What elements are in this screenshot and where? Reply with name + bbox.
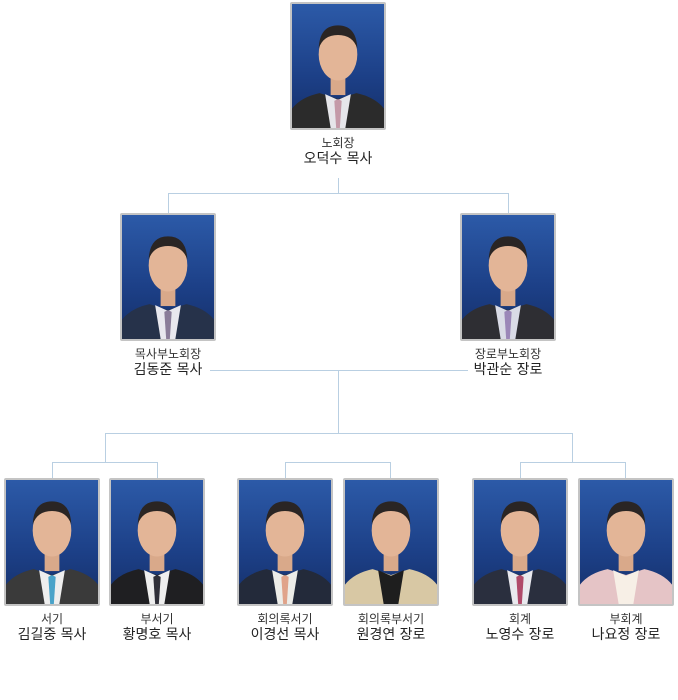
member-card-president: 노회장 오덕수 목사 [283, 2, 393, 168]
connector-line [157, 462, 158, 478]
connector-line [520, 462, 521, 478]
connector-line [285, 462, 391, 463]
member-card-vice-minutes-clerk: 회의록부서기 원경연 장로 [336, 478, 446, 644]
portrait-photo [578, 478, 674, 606]
member-name: 오덕수 목사 [303, 151, 373, 167]
connector-line [52, 462, 53, 478]
portrait-photo [472, 478, 568, 606]
connector-line [338, 178, 339, 194]
member-role: 목사부노회장 [134, 347, 202, 361]
portrait-photo [237, 478, 333, 606]
portrait-photo [120, 213, 216, 341]
portrait-photo [4, 478, 100, 606]
member-role: 회계 [508, 612, 532, 626]
connector-line [210, 370, 468, 371]
member-name: 노영수 장로 [485, 627, 555, 643]
connector-line [105, 433, 106, 463]
member-card-secretary: 서기 김길중 목사 [0, 478, 107, 644]
portrait-photo [109, 478, 205, 606]
member-name: 나요정 장로 [591, 627, 661, 643]
member-role: 장로부노회장 [474, 347, 542, 361]
member-card-vp-pastor: 목사부노회장 김동준 목사 [113, 213, 223, 379]
connector-line [105, 433, 573, 434]
member-role: 부회계 [609, 612, 643, 626]
portrait-photo [343, 478, 439, 606]
connector-line [625, 462, 626, 478]
connector-line [520, 462, 626, 463]
member-role: 회의록서기 [257, 612, 313, 626]
member-card-minutes-clerk: 회의록서기 이경선 목사 [230, 478, 340, 644]
member-role: 부서기 [140, 612, 174, 626]
member-name: 이경선 목사 [250, 627, 320, 643]
member-card-treasurer: 회계 노영수 장로 [465, 478, 575, 644]
member-name: 김길중 목사 [17, 627, 87, 643]
member-role: 노회장 [321, 136, 355, 150]
connector-line [338, 370, 339, 434]
connector-line [390, 462, 391, 478]
member-role: 서기 [40, 612, 64, 626]
member-name: 황명호 목사 [122, 627, 192, 643]
connector-line [52, 462, 158, 463]
member-name: 박관순 장로 [473, 362, 543, 378]
member-card-vp-elder: 장로부노회장 박관순 장로 [453, 213, 563, 379]
member-name: 원경연 장로 [356, 627, 426, 643]
portrait-photo [290, 2, 386, 130]
member-card-vice-secretary: 부서기 황명호 목사 [102, 478, 212, 644]
portrait-photo [460, 213, 556, 341]
member-name: 김동준 목사 [133, 362, 203, 378]
connector-line [572, 433, 573, 463]
connector-line [168, 193, 509, 194]
connector-line [508, 193, 509, 213]
connector-line [285, 462, 286, 478]
member-role: 회의록부서기 [357, 612, 425, 626]
member-card-vice-treasurer: 부회계 나요정 장로 [571, 478, 678, 644]
connector-line [168, 193, 169, 213]
